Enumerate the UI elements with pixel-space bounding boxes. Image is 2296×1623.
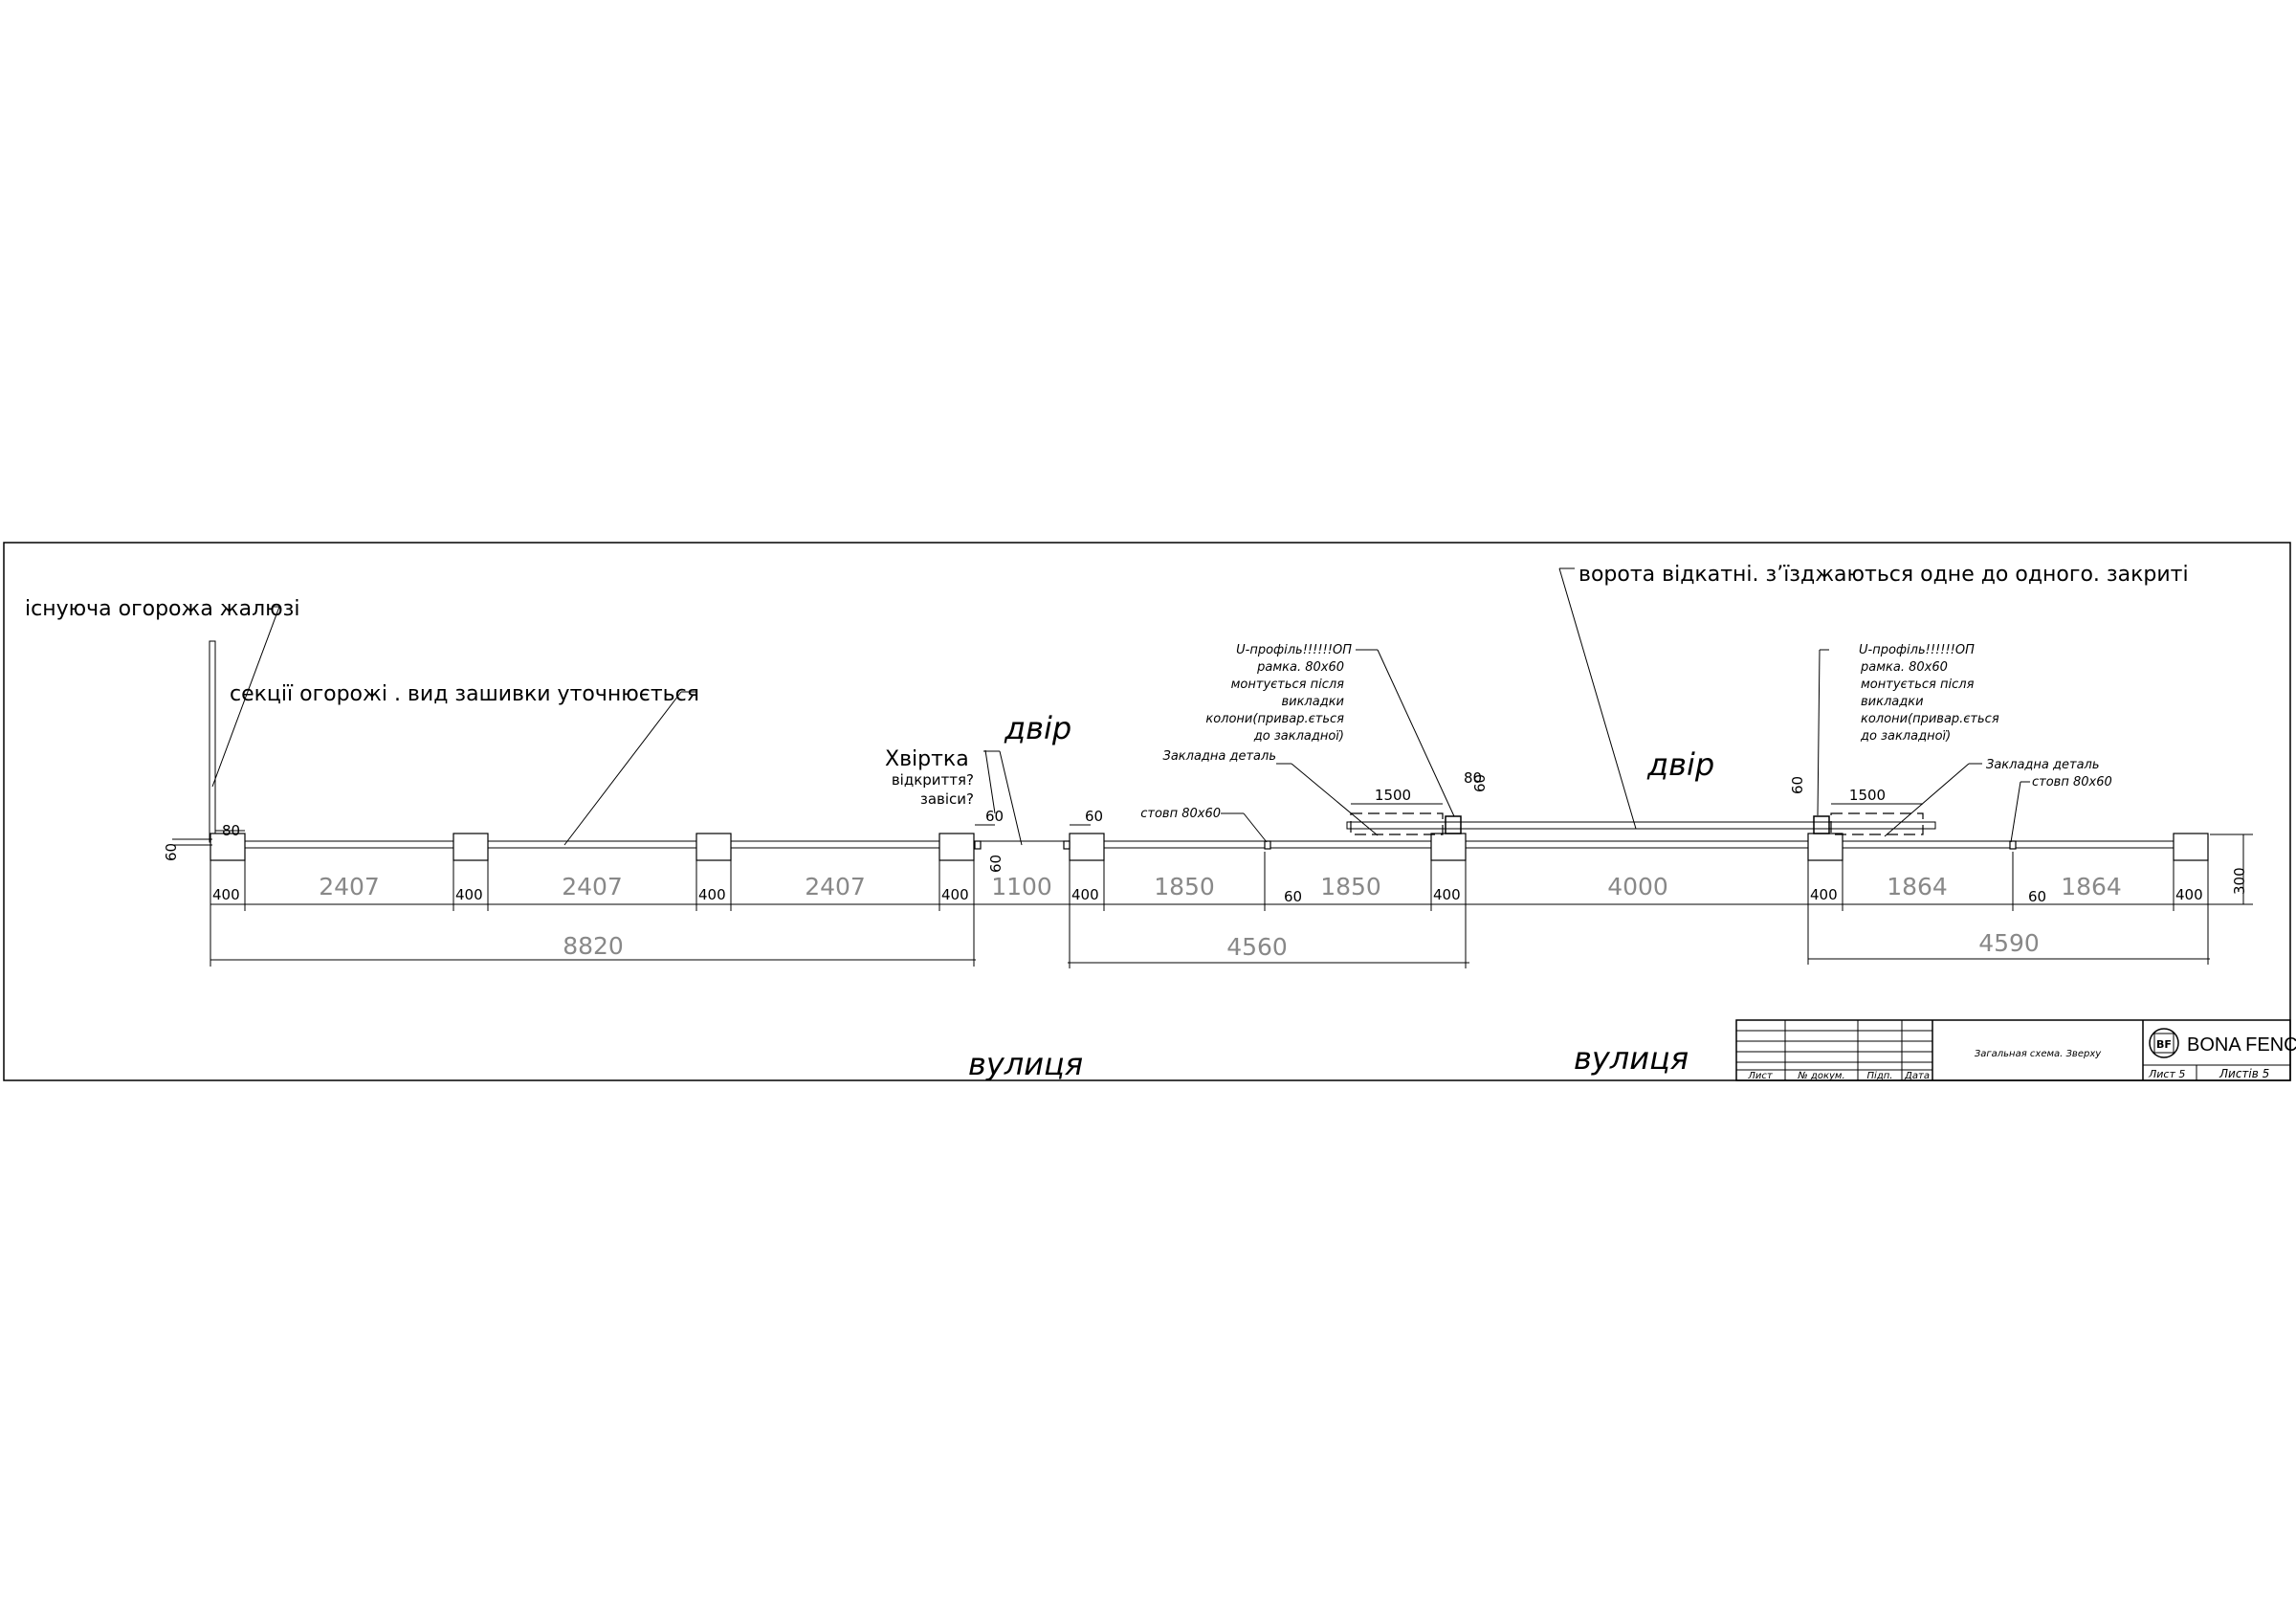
svg-text:монтується після: монтується після: [1231, 678, 1345, 692]
svg-text:400: 400: [941, 886, 969, 903]
svg-text:монтується після: монтується після: [1861, 678, 1975, 692]
street-label-left: вулиця: [968, 1046, 1083, 1082]
pillar: [938, 833, 975, 861]
svg-text:1500: 1500: [1375, 787, 1411, 804]
svg-text:Підп.: Підп.: [1867, 1070, 1893, 1081]
svg-text:400: 400: [698, 886, 726, 903]
svg-text:викладки: викладки: [1281, 695, 1344, 709]
svg-text:Лист: Лист: [1747, 1071, 1774, 1081]
pillar: [453, 833, 489, 861]
pillar: [695, 833, 732, 861]
svg-text:60: 60: [2028, 888, 2046, 905]
fence-sections-note: секції огорожі . вид зашивки уточнюється: [230, 682, 699, 706]
svg-text:400: 400: [1433, 886, 1461, 903]
pillar: [210, 833, 246, 861]
svg-text:80: 80: [1464, 769, 1482, 787]
svg-text:400: 400: [2175, 886, 2203, 903]
svg-text:60: 60: [1471, 774, 1489, 792]
u-profile-frame: [1813, 815, 1830, 834]
fence-line: [215, 840, 2200, 849]
wicket-line1: відкриття?: [892, 771, 974, 789]
pillars: [210, 815, 2209, 861]
wicket-title: Хвіртка: [885, 747, 969, 771]
dimension-labels: 60 80 400 2407 400 2407 400 2407 400 110…: [163, 769, 2248, 961]
svg-text:400: 400: [1071, 886, 1099, 903]
svg-text:400: 400: [212, 886, 240, 903]
pillar: [2173, 833, 2209, 861]
svg-text:Дата: Дата: [1904, 1071, 1930, 1081]
svg-text:1864: 1864: [1887, 873, 1948, 900]
svg-text:колони(привар.ється: колони(привар.ється: [1861, 712, 1999, 726]
svg-text:60: 60: [987, 855, 1004, 873]
svg-text:4000: 4000: [1607, 873, 1668, 900]
wicket-post: [1063, 840, 1071, 850]
u-profile-note-left: U-профіль!!!!!!ОП рамка. 80х60 монтуєтьс…: [1205, 643, 1352, 744]
leader-lines: [211, 567, 2030, 846]
yard-label-left: двір: [1004, 710, 1071, 746]
drawing-frame: [3, 542, 2291, 1081]
svg-text:1100: 1100: [991, 873, 1052, 900]
svg-text:300: 300: [2231, 867, 2248, 895]
wicket-line2: завіси?: [920, 790, 974, 808]
svg-text:60: 60: [1085, 808, 1103, 825]
svg-text:1864: 1864: [2061, 873, 2122, 900]
sheet-count: Листів 5: [2219, 1067, 2269, 1080]
post-note-left: стовп 80х60: [1140, 807, 1221, 821]
svg-text:60: 60: [163, 843, 180, 861]
svg-text:8820: 8820: [563, 932, 624, 960]
svg-text:2407: 2407: [319, 873, 380, 900]
existing-fence: [209, 640, 216, 843]
svg-text:колони(привар.ється: колони(привар.ється: [1205, 712, 1344, 726]
embed-note-left: Закладна деталь: [1162, 749, 1276, 764]
svg-text:60: 60: [985, 808, 1004, 825]
svg-text:400: 400: [455, 886, 483, 903]
pillar: [1807, 833, 1843, 861]
brand-name: BONA FENCE: [2187, 1034, 2296, 1056]
svg-text:1850: 1850: [1320, 873, 1381, 900]
svg-text:U-профіль!!!!!!ОП: U-профіль!!!!!!ОП: [1236, 643, 1352, 657]
svg-text:рамка. 80х60: рамка. 80х60: [1256, 660, 1344, 675]
post-note-right: стовп 80х60: [2032, 775, 2112, 789]
yard-label-right: двір: [1646, 746, 1714, 783]
svg-text:рамка. 80х60: рамка. 80х60: [1860, 660, 1948, 675]
street-label-right: вулиця: [1574, 1040, 1689, 1077]
svg-text:2407: 2407: [562, 873, 623, 900]
existing-fence-note: існуюча огорожа жалюзі: [25, 597, 300, 621]
svg-text:викладки: викладки: [1861, 695, 1924, 709]
svg-text:400: 400: [1810, 886, 1838, 903]
embed-note-right: Закладна деталь: [1986, 758, 2100, 772]
u-profile-frame: [1445, 815, 1462, 834]
svg-text:1850: 1850: [1154, 873, 1215, 900]
svg-text:60: 60: [1284, 888, 1302, 905]
svg-text:BF: BF: [2156, 1038, 2172, 1051]
svg-text:80: 80: [222, 822, 240, 839]
svg-text:до закладної): до закладної): [1253, 729, 1344, 744]
title-block: Лист № докум. Підп. Дата Загальная схема…: [1735, 1019, 2291, 1081]
sliding-gates: [1346, 812, 1936, 835]
pillar: [1069, 833, 1105, 861]
svg-text:60: 60: [1789, 776, 1806, 794]
sheet-number: Лист 5: [2148, 1068, 2185, 1080]
svg-text:1500: 1500: [1849, 787, 1886, 804]
wicket-post: [974, 840, 982, 850]
steel-post: [2009, 840, 2017, 850]
svg-text:4560: 4560: [1226, 933, 1288, 961]
svg-text:№ докум.: № докум.: [1797, 1071, 1844, 1081]
dimension-lines: [172, 803, 2253, 968]
svg-text:2407: 2407: [805, 873, 866, 900]
gates-note: ворота відкатні. з’їзджаються одне до од…: [1578, 563, 2189, 587]
svg-text:U-профіль!!!!!!ОП: U-профіль!!!!!!ОП: [1859, 643, 1975, 657]
u-profile-note-right: U-профіль!!!!!!ОП рамка. 80х60 монтуєтьс…: [1859, 643, 1999, 744]
sheet-description: Загальная схема. Зверху: [1975, 1049, 2102, 1059]
pillar: [1430, 833, 1467, 861]
brand-logo: BF: [2149, 1028, 2179, 1058]
steel-post: [1264, 840, 1271, 850]
svg-text:4590: 4590: [1978, 929, 2040, 957]
svg-text:до закладної): до закладної): [1860, 729, 1951, 744]
